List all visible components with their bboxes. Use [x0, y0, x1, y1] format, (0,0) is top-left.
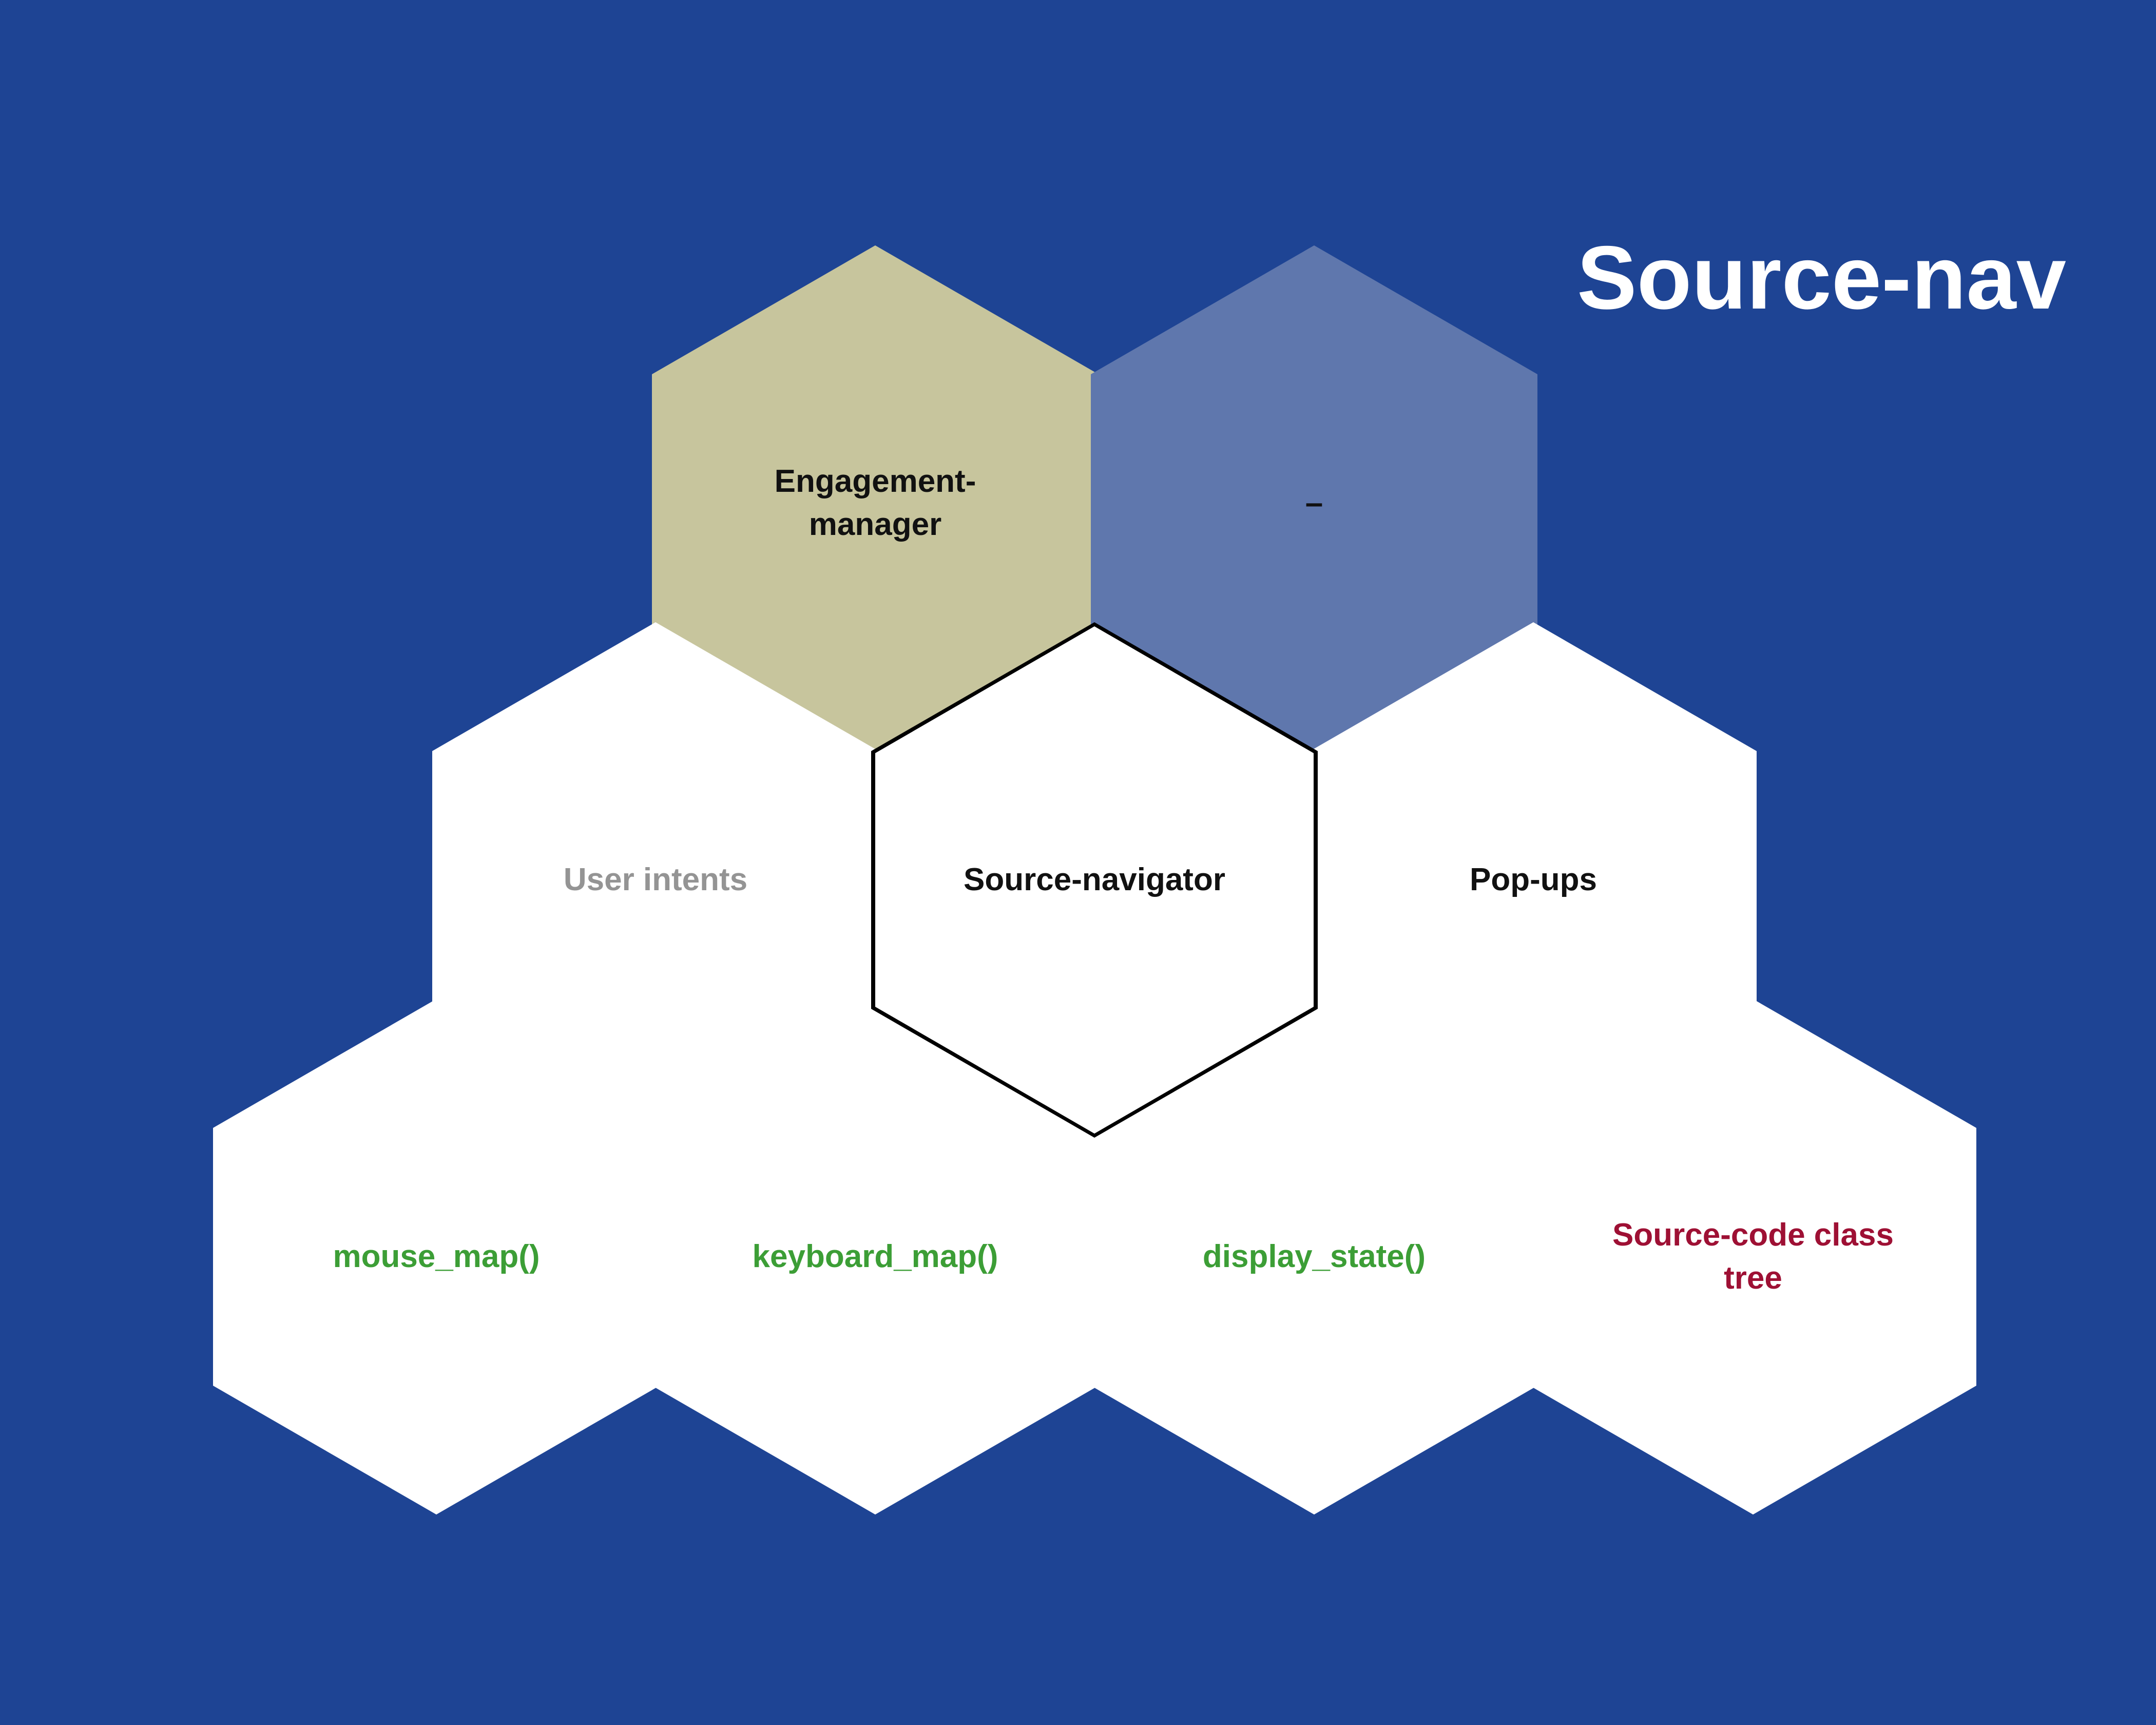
hex-label: – [1305, 485, 1323, 521]
hex-label: User intents [563, 862, 748, 898]
hex-label: display_state() [1202, 1239, 1426, 1275]
page-title: Source-nav [1576, 228, 2066, 328]
hex-source-code-class-tree: Source-code class tree [1530, 999, 1976, 1515]
hex-label: Source-code class tree [1612, 1217, 1894, 1296]
hex-source-navigator: Source-navigator [871, 622, 1318, 1138]
hex-mouse-map: mouse_map() [213, 999, 660, 1515]
hex-label: Engagement- manager [774, 464, 976, 542]
hex-label: mouse_map() [333, 1239, 540, 1275]
hex-label: keyboard_map() [752, 1239, 998, 1275]
hex-label: Source-navigator [964, 862, 1225, 898]
hex-label: Pop-ups [1470, 862, 1597, 898]
